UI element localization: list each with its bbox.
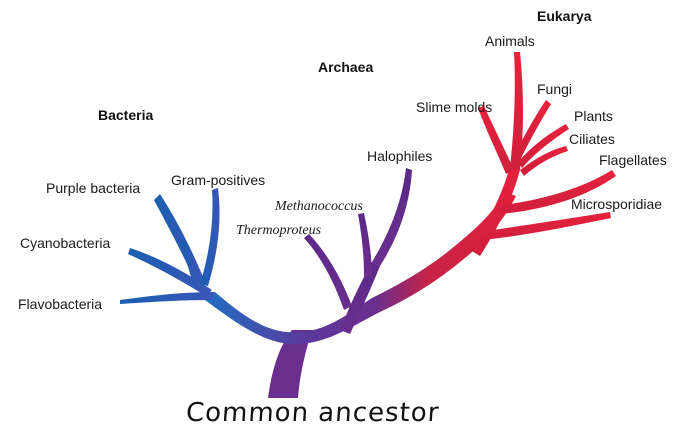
label-gram-positives: Gram-positives	[171, 172, 265, 188]
domain-label-archaea: Archaea	[318, 59, 373, 75]
bacteria-clade	[120, 188, 220, 304]
branch-microsporidiae	[480, 212, 611, 240]
label-plants: Plants	[574, 108, 613, 124]
branch-bacteria-sub	[181, 240, 200, 287]
branch-flavobacteria	[120, 292, 215, 304]
label-purple-bacteria: Purple bacteria	[46, 180, 140, 196]
branch-ciliates	[520, 146, 568, 176]
branch-plants	[518, 124, 569, 168]
branch-methanococcus	[358, 213, 372, 278]
label-slime-molds: Slime molds	[416, 99, 492, 115]
label-flavobacteria: Flavobacteria	[18, 296, 102, 312]
archaea-clade	[304, 168, 412, 334]
eukarya-clade	[470, 52, 616, 256]
domain-label-bacteria: Bacteria	[98, 107, 153, 123]
label-fungi: Fungi	[537, 81, 572, 97]
branch-slime-molds	[478, 106, 514, 174]
label-microsporidiae: Microsporidiae	[571, 196, 662, 212]
label-ciliates: Ciliates	[569, 131, 615, 147]
caption-common-ancestor: Common ancestor	[184, 398, 441, 428]
branch-halophiles	[372, 168, 412, 266]
branch-archaea-stem	[340, 262, 380, 334]
branch-cyanobacteria	[128, 248, 212, 296]
label-methanococcus: Methanococcus	[274, 199, 363, 214]
branch-animals	[510, 52, 523, 170]
label-thermoproteus: Thermoproteus	[236, 223, 322, 238]
trunk-branch	[268, 330, 312, 398]
domain-label-eukarya: Eukarya	[537, 8, 592, 24]
branch-flagellates	[498, 170, 616, 214]
label-animals: Animals	[485, 33, 535, 49]
label-halophiles: Halophiles	[367, 148, 432, 164]
label-cyanobacteria: Cyanobacteria	[20, 235, 110, 251]
label-flagellates: Flagellates	[599, 152, 667, 168]
main-spine-branch	[205, 192, 516, 345]
branch-thermoproteus	[304, 234, 352, 310]
branch-fungi	[514, 100, 551, 160]
branch-gram-positives	[200, 188, 220, 286]
